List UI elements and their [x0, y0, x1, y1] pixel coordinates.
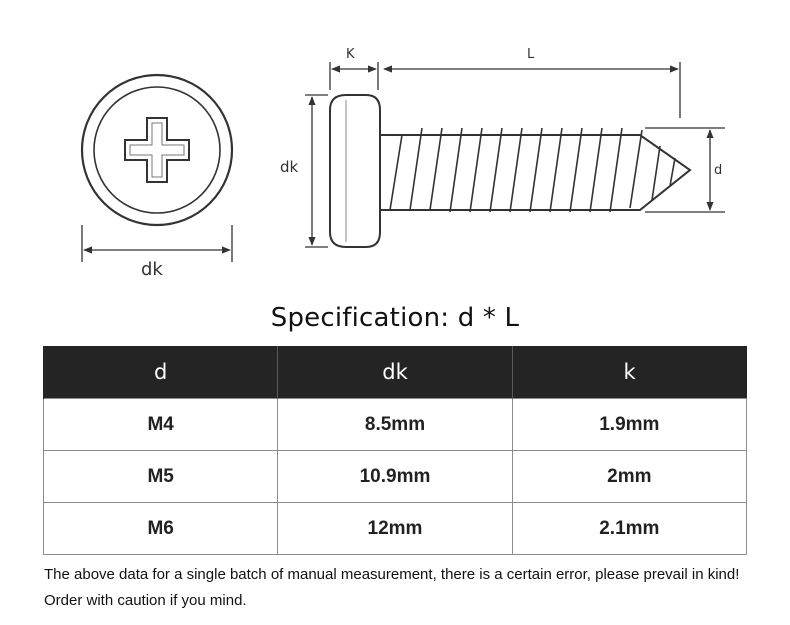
screw-head: [329, 94, 381, 248]
table-cell: 2mm: [511, 450, 748, 503]
thread-diameter-label: d: [714, 163, 723, 178]
table-row: M5 10.9mm 2mm: [42, 450, 748, 503]
screw-side-view: [329, 94, 692, 248]
head-top-view: [80, 73, 234, 227]
table-cell: 10.9mm: [277, 450, 513, 503]
head-height-label: K: [346, 47, 355, 62]
length-label: L: [527, 47, 535, 62]
specification-table: d dk k M4 8.5mm 1.9mm M5 10.9mm 2mm M6 1…: [42, 346, 748, 555]
screw-shank: [380, 134, 692, 211]
column-header-k: k: [511, 346, 747, 399]
screw-drawing-svg: [80, 62, 725, 262]
table-cell: 1.9mm: [511, 398, 748, 451]
head-diameter-label: dk: [141, 259, 163, 280]
table-cell: M4: [42, 398, 279, 451]
length-dimension: [383, 62, 681, 118]
head-height-dimension: [329, 62, 379, 90]
head-inner-circle: [93, 86, 221, 214]
table-cell: 8.5mm: [277, 398, 513, 451]
screw-diagram: dk dk K L d: [0, 0, 790, 300]
table-row: M4 8.5mm 1.9mm: [42, 398, 748, 451]
table-cell: M6: [42, 502, 279, 555]
specification-title: Specification: d * L: [270, 303, 520, 333]
table-row: M6 12mm 2.1mm: [42, 502, 748, 555]
side-head-diameter-dimension: [305, 94, 328, 248]
column-header-dk: dk: [277, 346, 513, 399]
head-diameter-dimension: [81, 225, 233, 262]
phillips-cross-icon: [124, 117, 190, 183]
measurement-disclaimer: The above data for a single batch of man…: [44, 566, 740, 609]
side-head-diameter-label: dk: [280, 158, 299, 176]
column-header-d: d: [42, 346, 278, 399]
table-header-row: d dk k: [42, 346, 747, 399]
table-cell: 12mm: [277, 502, 513, 555]
screw-threads: [389, 127, 676, 213]
head-outer-circle: [80, 73, 234, 227]
table-cell: 2.1mm: [511, 502, 748, 555]
thread-diameter-dimension: [645, 127, 725, 213]
table-cell: M5: [42, 450, 279, 503]
